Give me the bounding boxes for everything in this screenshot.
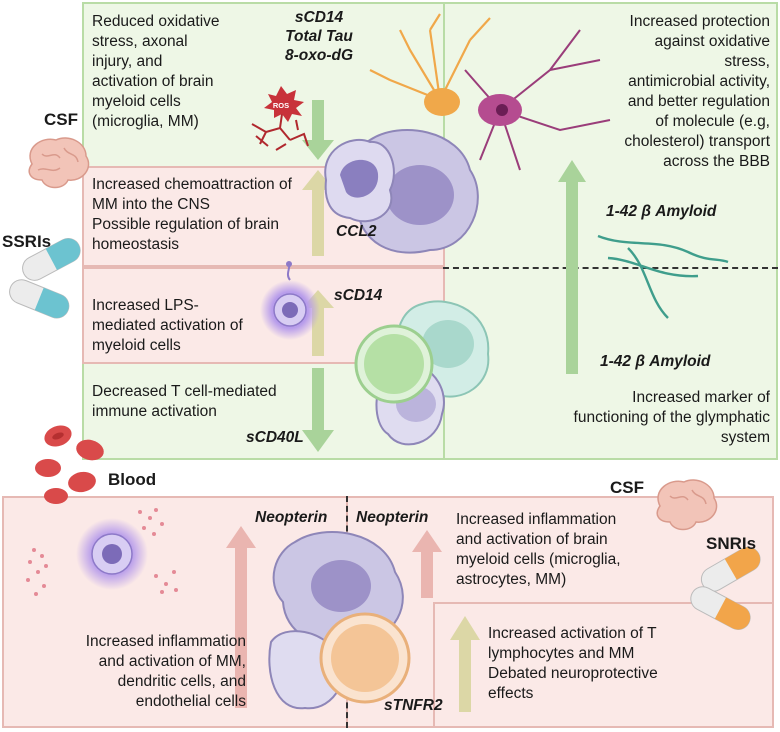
t-lymphocyte-text: Increased activation of T lymphocytes an… [488, 624, 658, 704]
t-lymphocyte-text-line: effects [488, 685, 534, 702]
blood-inflammation-text: Increased inflammation and activation of… [10, 632, 246, 712]
stnfr2-subpanel-border [433, 602, 774, 728]
down-arrow-oxidative [302, 100, 334, 160]
oxidative-stress-text-line: (microglia, MM) [92, 113, 199, 130]
csf-neopterin-marker: Neopterin [356, 509, 429, 526]
csf-inflammation-text-line: myeloid cells (microglia, [456, 551, 621, 568]
t-cell-activation-text-line: Decreased T cell-mediated [92, 383, 277, 400]
blood-inflammation-text-line: endothelial cells [135, 693, 246, 710]
lps-activation-text-line: mediated activation of [92, 317, 243, 334]
amyloid-bottom-label: 1-42 β Amyloid [600, 353, 711, 370]
protection-text-line: Increased protection [629, 13, 770, 30]
protection-text-line: against oxidative [654, 33, 770, 50]
t-cells-illustration [354, 300, 490, 446]
ssri-drug-label: SSRIs [2, 232, 52, 251]
csf-inflammation-text: Increased inflammation and activation of… [456, 510, 621, 590]
csf-inflammation-text-line: astrocytes, MM) [456, 571, 567, 588]
ssri-pills-icon [9, 237, 81, 319]
macrophage-top-illustration [324, 129, 479, 254]
oxidative-stress-text-line: stress, axonal [92, 33, 188, 50]
ros-icon: ROS [251, 86, 309, 151]
macrophage-tcell-bottom-illustration [268, 531, 411, 710]
protection-text-line: across the BBB [663, 153, 770, 170]
amyloid-fibril-illustration [597, 234, 729, 319]
ccl2-effect-text-line: Possible regulation of brain [92, 216, 279, 233]
up-arrow-blood-neopterin [226, 526, 256, 708]
neuron-astrocyte-illustration [369, 13, 611, 171]
ccl2-effect-text-line: Increased chemoattraction of [92, 176, 292, 193]
brain-icon-top [28, 137, 90, 189]
glymphatic-text-line: functioning of the glymphatic [573, 409, 770, 426]
down-arrow-scd40l [302, 368, 334, 452]
blood-inflammation-text-line: dendritic cells, and [117, 673, 246, 690]
ccl2-marker: CCL2 [336, 223, 377, 240]
blood-inflammation-text-line: and activation of MM, [98, 653, 246, 670]
t-cell-activation-text-line: immune activation [92, 403, 217, 420]
lps-activation-text-line: Increased LPS- [92, 297, 199, 314]
lps-activation-text: Increased LPS- mediated activation of my… [92, 296, 243, 356]
ros-label: ROS [273, 101, 289, 110]
glymphatic-text: Increased marker of functioning of the g… [520, 388, 770, 448]
marker-scd14: sCD14 [294, 9, 344, 26]
snri-pills-icon [690, 546, 761, 631]
blood-region-label: Blood [108, 470, 157, 489]
t-lymphocyte-text-line: Debated neuroprotective [488, 665, 658, 682]
protection-text-line: of molecule (e.g, [655, 113, 770, 130]
brain-icon-bottom [656, 479, 718, 531]
amyloid-top-label: 1-42 β Amyloid [606, 203, 717, 220]
csf-inflammation-text-line: and activation of brain [456, 531, 608, 548]
scd40l-marker: sCD40L [246, 429, 304, 446]
csf-right-panel [443, 2, 778, 460]
blood-inflammation-text-line: Increased inflammation [85, 633, 246, 650]
up-arrow-csf-neopterin [412, 530, 442, 598]
ccl2-effect-text-line: MM into the CNS [92, 196, 211, 213]
oxidative-stress-text: Reduced oxidative stress, axonal injury,… [92, 12, 220, 132]
stnfr2-marker: sTNFR2 [384, 697, 443, 714]
marker-8-oxo-dg: 8-oxo-dG [284, 47, 354, 64]
protection-text-line: stress, [724, 53, 770, 70]
protection-text: Increased protection against oxidative s… [560, 12, 770, 172]
glymphatic-text-line: Increased marker of [632, 389, 770, 406]
protection-text-line: antimicrobial activity, [628, 73, 770, 90]
blood-neopterin-marker: Neopterin [255, 509, 328, 526]
t-lymphocyte-text-line: lymphocytes and MM [488, 645, 635, 662]
oxidative-stress-text-line: injury, and [92, 53, 163, 70]
blood-monocyte-illustration [26, 508, 178, 596]
scd14-marker: sCD14 [334, 287, 383, 304]
oxidative-stress-text-line: myeloid cells [92, 93, 181, 110]
up-arrow-stnfr2 [450, 616, 480, 712]
csf-region-label-top: CSF [44, 110, 78, 129]
protection-text-line: cholesterol) transport [624, 133, 770, 150]
lps-activation-text-line: myeloid cells [92, 337, 181, 354]
glymphatic-text-line: system [720, 429, 770, 446]
protection-text-line: and better regulation [627, 93, 770, 110]
ccl2-effect-text: Increased chemoattraction of MM into the… [92, 175, 292, 255]
red-blood-cells-icon [35, 425, 104, 504]
dashed-divider [443, 267, 778, 269]
csf-region-label-bottom: CSF [610, 478, 644, 497]
t-lymphocyte-text-line: Increased activation of T [488, 625, 657, 642]
oxidative-stress-text-line: activation of brain [92, 73, 214, 90]
monocyte-glow-icon [260, 261, 320, 340]
oxidative-stress-text-line: Reduced oxidative [92, 13, 220, 30]
top-markers-label: sCD14 Total Tau 8-oxo-dG [284, 8, 354, 65]
snri-drug-label: SNRIs [706, 534, 757, 553]
t-cell-activation-text: Decreased T cell-mediated immune activat… [92, 382, 277, 422]
ccl2-effect-text-line: homeostasis [92, 236, 180, 253]
csf-inflammation-text-line: Increased inflammation [456, 511, 617, 528]
up-arrow-amyloid [558, 160, 586, 374]
marker-total-tau: Total Tau [285, 28, 353, 45]
